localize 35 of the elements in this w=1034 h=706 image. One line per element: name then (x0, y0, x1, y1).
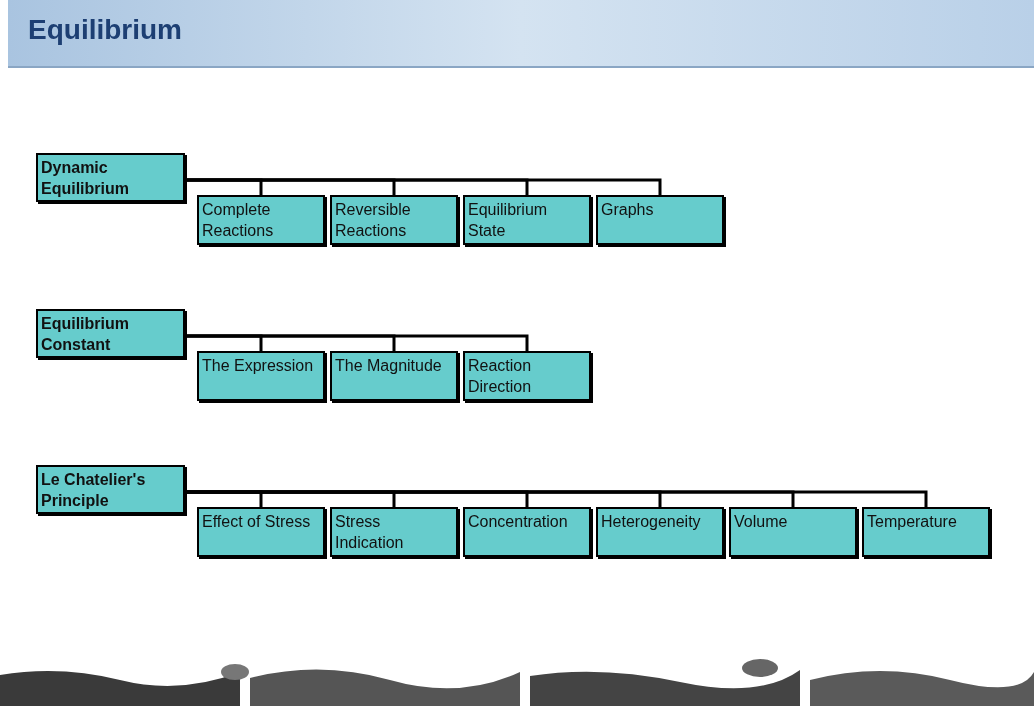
node-label: Volume (734, 512, 789, 532)
subtopic-box (330, 351, 458, 401)
node-label: Temperature (867, 512, 958, 532)
subtopic-box (330, 195, 458, 245)
node-label: Stress Indication (335, 512, 405, 553)
node-label: Graphs (601, 200, 655, 220)
subtopic-box (197, 351, 325, 401)
node-label: Reversible Reactions (335, 200, 412, 241)
topic-box (36, 153, 185, 202)
node-label: Heterogeneity (601, 512, 702, 532)
subtopic-box (729, 507, 857, 557)
node-label: Effect of Stress (202, 512, 312, 532)
subtopic-box (596, 195, 724, 245)
topic-box (36, 465, 185, 514)
node-label: Le Chatelier's Principle (41, 470, 147, 511)
subtopic-box (463, 507, 591, 557)
subtopic-box (197, 195, 325, 245)
node-label: Reaction Direction (468, 356, 533, 397)
node-label: Complete Reactions (202, 200, 275, 241)
connector-line (185, 334, 529, 351)
subtopic-box (463, 351, 591, 401)
subtopic-box (463, 195, 591, 245)
node-label: The Expression (202, 356, 315, 376)
node-label: Equilibrium State (468, 200, 549, 241)
node-label: The Magnitude (335, 356, 443, 376)
topic-box (36, 309, 185, 358)
title: Equilibrium (28, 16, 182, 44)
subtopic-box (862, 507, 990, 557)
subtopic-box (330, 507, 458, 557)
connector-line (185, 178, 662, 195)
node-label: Concentration (468, 512, 569, 532)
node-label: Dynamic Equilibrium (41, 158, 130, 199)
subtopic-box (197, 507, 325, 557)
node-label: Equilibrium Constant (41, 314, 130, 355)
subtopic-box (596, 507, 724, 557)
